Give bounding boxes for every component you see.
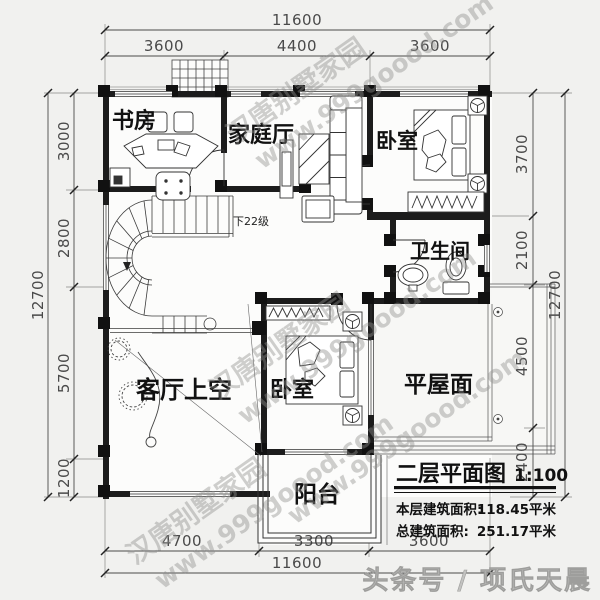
dim-bottom-total: 11600	[272, 554, 322, 572]
spiral-staircase	[105, 195, 234, 334]
dim-top-total: 11600	[272, 11, 322, 29]
dim-right-seg-4: 2400	[513, 442, 531, 482]
family-hall-furniture	[279, 95, 363, 223]
dimension-texts: 11600 3600 4400 3600 4700 3300 3600 1160…	[29, 11, 564, 572]
watermark-byline: 头条号 / 项氏天晨	[362, 566, 592, 596]
dim-right-seg-3: 4500	[513, 336, 531, 376]
windows	[103, 91, 490, 497]
label-family-hall: 家庭厅	[228, 122, 294, 148]
label-bedroom-top: 卧室	[376, 129, 418, 153]
balcony-rails	[257, 455, 382, 544]
dim-top-seg-2: 4400	[277, 37, 317, 55]
label-bedroom-bottom: 卧室	[270, 377, 314, 403]
total-area-value: 251.17平米	[477, 523, 557, 540]
title-block: 二层平面图 1:100 本层建筑面积: 118.45平米 总建筑面积: 251.…	[394, 462, 568, 540]
dim-top-seg-3: 3600	[410, 37, 450, 55]
plant-decor	[107, 337, 161, 448]
dim-bottom-seg-2: 3300	[294, 532, 334, 550]
bathroom-fixtures	[397, 251, 470, 295]
stairs-note: 下22级	[233, 215, 269, 228]
total-area-label: 总建筑面积:	[396, 523, 469, 540]
plan-scale: 1:100	[514, 466, 568, 486]
study-furniture	[123, 111, 219, 201]
flat-roof-lines	[374, 283, 556, 455]
void-railing	[110, 328, 252, 333]
bedroom-bottom-furniture	[265, 305, 363, 426]
dimension-lines	[47, 29, 566, 574]
label-living-void: 客厅上空	[136, 376, 232, 404]
room-labels: 书房 家庭厅 卧室 卫生间 客厅上空 卧室 平屋面 阳台	[112, 108, 473, 508]
floor-area-label: 本层建筑面积:	[396, 501, 482, 518]
label-study: 书房	[112, 108, 156, 134]
label-balcony: 阳台	[294, 481, 340, 508]
void-diagonal-lines	[114, 303, 263, 457]
plan-title: 二层平面图	[396, 462, 506, 487]
dim-bottom-seg-1: 4700	[162, 532, 202, 550]
dim-right-seg-1: 3700	[513, 134, 531, 174]
dim-right-seg-2: 2100	[513, 230, 531, 270]
dim-left-seg-1: 3000	[55, 121, 73, 161]
dim-left-seg-3: 5700	[55, 353, 73, 393]
dim-left-seg-4: 1200	[55, 458, 73, 498]
dim-top-seg-1: 3600	[144, 37, 184, 55]
label-flat-roof: 平屋面	[404, 372, 473, 398]
study-flue	[109, 167, 131, 188]
floor-area-value: 118.45平米	[477, 501, 557, 518]
dimension-ticks	[43, 25, 570, 578]
label-bathroom: 卫生间	[410, 239, 470, 263]
dim-left-total: 12700	[29, 270, 47, 320]
dim-bottom-seg-3: 3600	[409, 532, 449, 550]
title-underline-thick	[394, 486, 556, 490]
bedroom-top-furniture	[407, 95, 488, 213]
dim-left-seg-2: 2800	[55, 218, 73, 258]
